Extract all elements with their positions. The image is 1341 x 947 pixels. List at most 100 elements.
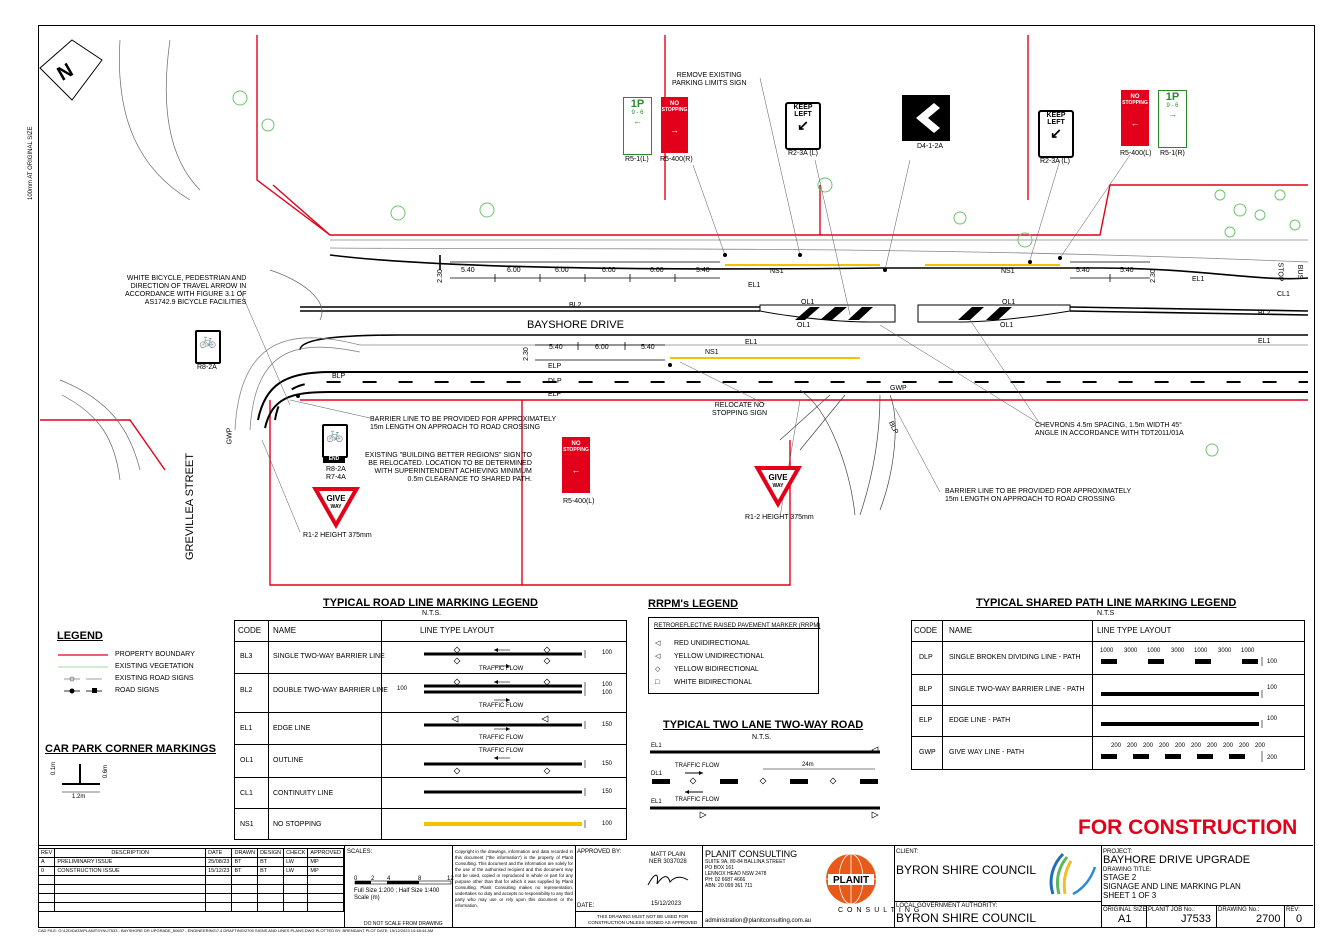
two-lane-nts: N.T.S.: [752, 734, 772, 741]
give-way-sign-right: GIVE WAY: [754, 466, 802, 508]
legend-title: LEGEND: [57, 630, 103, 642]
road-legend-nts: N.T.S.: [422, 610, 442, 617]
side-note: 100mm AT ORIGINAL SIZE: [28, 126, 34, 200]
code-gwp-l: GWP: [226, 427, 234, 445]
approver-name: MATT PLAIN NER 3037028: [649, 852, 687, 865]
label-r5-400-right: R5-400(R): [660, 156, 693, 163]
existing-vegetation: [232, 90, 1301, 457]
path-gwp-dim-9: 200: [1255, 743, 1266, 749]
street-name-bayshore: BAYSHORE DRIVE: [527, 319, 624, 331]
path-row-2-width: 100: [1267, 716, 1278, 722]
two-lane-el1-b: EL1: [651, 799, 662, 805]
approve-date: 15/12/2023: [651, 901, 682, 907]
path-row-3-width: 200: [1267, 755, 1278, 761]
path-row-0-code: DLP: [919, 654, 933, 661]
path-row-3-code: GWP: [919, 749, 936, 756]
road-hdr-code: CODE: [238, 626, 262, 635]
road-row-4-code: CL1: [240, 790, 253, 797]
path-dlp-dim-5: 3000: [1218, 648, 1232, 654]
rrpm-icon-red: ◁: [655, 640, 661, 647]
legend-item-vegetation: EXISTING VEGETATION: [115, 663, 194, 670]
rev-hdr-design: DESIGN: [257, 848, 285, 858]
path-hdr-name: NAME: [949, 626, 973, 635]
label-r5-400-left-bottom: R5-400(L): [563, 498, 595, 505]
path-row-0-name: SINGLE BROKEN DIVIDING LINE - PATH: [949, 654, 1081, 661]
dim-top-2: 6.00: [555, 267, 569, 274]
give-way-sign-left: GIVE WAY: [312, 487, 360, 529]
two-lane-dl1: DL1: [651, 771, 663, 777]
rev-hdr-approved: APPROVED: [307, 848, 344, 858]
note-r1-2-left: R1-2 HEIGHT 375mm: [303, 532, 372, 539]
drawing-sheet: [38, 25, 1315, 928]
project-name: BAYHORE DRIVE UPGRADE: [1103, 854, 1251, 866]
road-row-0-flow: TRAFFIC FLOW: [479, 666, 524, 672]
dim-top-5: 5.40: [696, 267, 710, 274]
road-hdr-layout: LINE TYPE LAYOUT: [420, 626, 495, 635]
do-not-scale: DO NOT SCALE FROM DRAWING: [364, 921, 443, 927]
code-elp-b: ELP: [548, 391, 562, 398]
note-remove-existing: REMOVE EXISTING PARKING LIMITS SIGN: [672, 72, 747, 87]
code-elp-a: ELP: [548, 363, 562, 370]
drawing-title: STAGE 2 SIGNAGE AND LINE MARKING PLAN SH…: [1103, 873, 1241, 900]
path-legend-nts: N.T.S: [1097, 610, 1115, 617]
code-bl2-left: BL2: [569, 302, 582, 309]
road-edges: [299, 254, 1309, 351]
code-el1-mid: EL1: [745, 339, 758, 346]
not-valid-note: THIS DRAWING MUST NOT BE USED FOR CONSTR…: [588, 914, 698, 925]
legend-item-boundary: PROPERTY BOUNDARY: [115, 651, 195, 658]
dlp-dashed: [274, 381, 1308, 421]
rrpm-icon-yellow-uni: ◁: [655, 653, 661, 660]
rrpm-icon-white-bi: □: [655, 679, 660, 686]
rev-hdr-desc: DESCRIPTION: [54, 848, 207, 858]
dim-230-b: 2.30: [1149, 269, 1157, 283]
path-legend-table: CODE NAME LINE TYPE LAYOUT DLP SINGLE BR…: [911, 620, 1305, 770]
two-lane-dist: 24m: [802, 762, 814, 768]
median-outlines: [759, 304, 1071, 323]
parking-bays-bottom: [535, 342, 665, 361]
company-name: PLANIT CONSULTING: [705, 849, 798, 859]
path-row-1-width: 100: [1267, 685, 1278, 691]
path-dlp-dim-1: 3000: [1124, 648, 1138, 654]
no-stopping-lines: [670, 264, 1060, 359]
label-r5-1-left: R5-1(L): [625, 156, 649, 163]
company-email: administration@planitconsulting.com.au: [705, 918, 812, 924]
project-label: PROJECT:: [1103, 849, 1133, 855]
road-row-3-code: OL1: [240, 757, 254, 764]
code-el1-top-r: EL1: [1192, 276, 1205, 283]
path-gwp-dim-4: 200: [1175, 743, 1186, 749]
note-relocate: RELOCATE NO STOPPING SIGN: [712, 402, 768, 417]
label-r2-3a-1: R2-3A (L): [788, 150, 818, 157]
dim-bottom-0: 5.40: [549, 344, 563, 351]
legend-item-road-signs: ROAD SIGNS: [115, 687, 159, 694]
note-white-bicycle: WHITE BICYCLE, PEDESTRIAN AND DIRECTION …: [125, 275, 247, 306]
path-gwp-dim-8: 200: [1239, 743, 1250, 749]
path-dlp-dim-4: 1000: [1194, 648, 1208, 654]
svg-text:WAY: WAY: [773, 483, 785, 489]
company-address: SUITE 9A, 80-84 BALLINA STREET PO BOX 16…: [705, 859, 786, 889]
two-lane-diagram: [650, 746, 880, 819]
legend-item-existing-signs: EXISTING ROAD SIGNS: [115, 675, 194, 682]
code-ol1-a: OL1: [801, 299, 815, 306]
label-r8-2a: R8-2A: [197, 364, 217, 371]
road-row-4-width: 150: [602, 789, 613, 795]
rev-hdr-drawn: DRAWN: [231, 848, 259, 858]
rrpm-item-0: RED UNIDIRECTIONAL: [674, 640, 750, 647]
title-block: REV DESCRIPTION DATE DRAWN DESIGN CHECK …: [37, 845, 1313, 927]
two-lane-title: TYPICAL TWO LANE TWO-WAY ROAD: [663, 719, 864, 731]
label-r8-2a-r7-4a: R8-2A R7-4A: [326, 466, 346, 481]
byron-council-logo: [1049, 852, 1097, 896]
sign-r8-2a: 🚲: [195, 330, 221, 364]
dim-top-3: 6.00: [602, 267, 616, 274]
rrpm-title: RRPM's LEGEND: [648, 598, 739, 610]
svg-text:WAY: WAY: [331, 504, 343, 510]
code-ns1-bottom: NS1: [705, 349, 719, 356]
scale-tick-2: 4: [387, 876, 391, 882]
road-row-4-name: CONTINUITY LINE: [273, 790, 334, 797]
north-label: N: [54, 59, 78, 85]
code-dlp: DLP: [548, 378, 562, 385]
rev-hdr-rev: REV: [37, 848, 56, 858]
rev-hdr-date: DATE: [205, 848, 233, 858]
dim-bottom-2: 5.40: [641, 344, 655, 351]
